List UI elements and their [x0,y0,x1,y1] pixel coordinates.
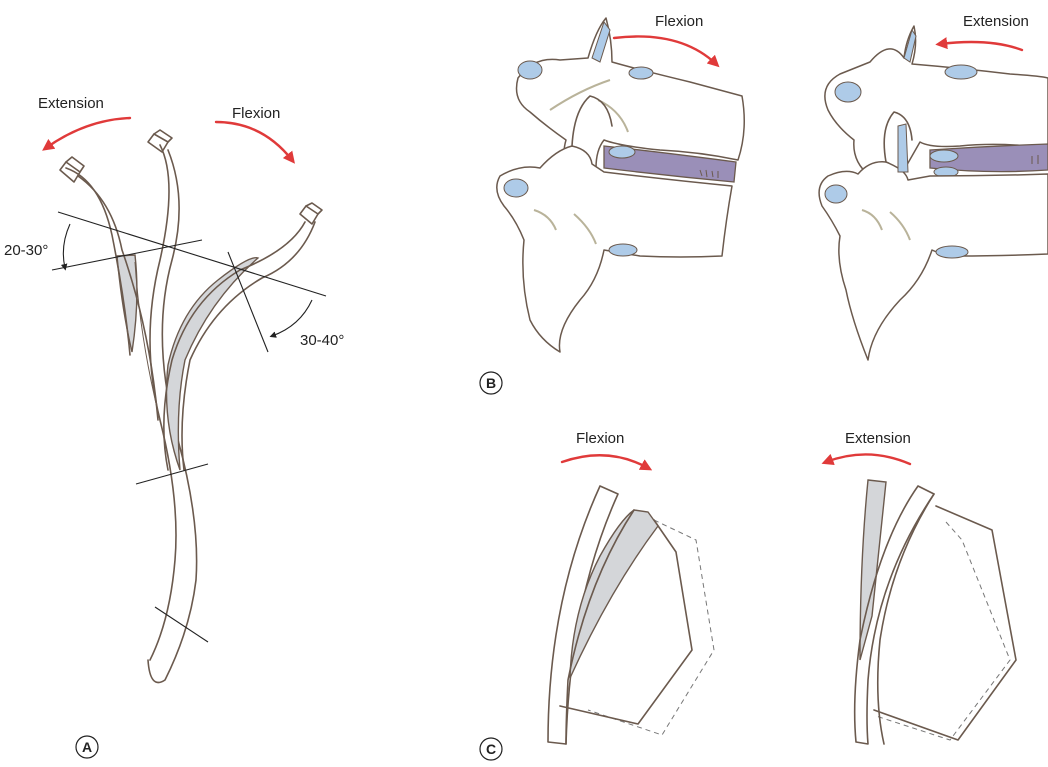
extension-neck-outline-2 [78,176,158,420]
panel-letter-b: B [486,375,496,391]
extension-diagram-c: Extension [826,430,1016,744]
panel-b: Flexion Extension [480,13,1048,394]
extension-arrow-a [46,118,130,148]
extension-arrow-b [940,42,1022,50]
cart-13 [936,246,968,258]
panel-c: Flexion Extension C [480,430,1016,760]
flexion-arrow-c [562,455,648,468]
extension-dashed-outline [876,522,1010,740]
extension-vertebrae: Extension [819,13,1048,360]
extension-angle-label: 20-30° [4,242,48,259]
flexion-label-a: Flexion [232,105,280,122]
flexion-diagram-c: Flexion [548,430,714,744]
neutral-head-cap [148,130,172,152]
panel-letter-c: C [486,741,496,757]
cart-6 [609,244,637,256]
flexion-head-cap [300,203,322,224]
flexion-angle-label: 30-40° [300,332,344,349]
extension-angle-arc [63,224,70,268]
cart-10 [930,150,958,162]
cart-4 [609,146,635,158]
flexion-arrow-b [614,36,716,64]
cart-12 [825,185,847,203]
flexion-angle-arc [272,300,312,336]
lower-vertebra-extension [819,162,1048,360]
flexion-arrow-a [216,122,292,160]
extension-shaded-strip [860,480,886,660]
extension-label-a: Extension [38,95,104,112]
panel-a: Extension Flexion [4,95,344,758]
cart-5 [504,179,528,197]
ref-line-1 [58,212,326,296]
extension-shaded-band [117,255,137,352]
flexion-shaded-strip [570,510,658,678]
cart-9 [945,65,977,79]
extension-body-outline [874,506,1016,740]
extension-arrow-c [826,454,910,464]
extension-label-b: Extension [963,13,1029,30]
cart-3 [629,67,653,79]
flexion-vertebrae: Flexion [497,13,744,352]
cart-1 [518,61,542,79]
flexion-label-b: Flexion [655,13,703,30]
panel-letter-a: A [82,739,92,755]
flexion-label-c: Flexion [576,430,624,447]
cart-7 [835,82,861,102]
extension-label-c: Extension [845,430,911,447]
